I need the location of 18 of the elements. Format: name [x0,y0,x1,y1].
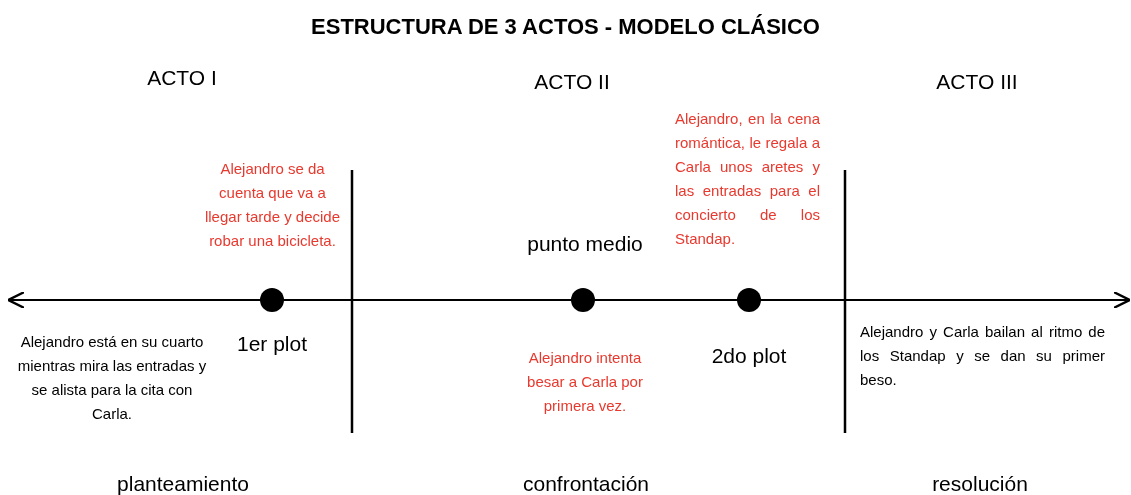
event-note: Alejandro se da cuenta que va a llegar tarde y decide robar una bicicleta. [203,159,342,251]
act-description: Alejandro está en su cuarto mientras mira las entradas y se alista para la cita con Carla. [16,332,208,424]
plot-point-dot [571,288,595,312]
event-note: Alejandro, en la cena romántica, le regala a Carla unos aretes y las entradas para el concierto de los Standap. [675,109,820,249]
act-phase-label: planteamiento [116,472,250,495]
diagram-title: ESTRUCTURA DE 3 ACTOS - MODELO CLÁSICO [310,14,821,40]
point-label: 2do plot [710,344,788,368]
act-description: Alejandro y Carla bailan al ritmo de los Standap y se dan su primer beso. [860,322,1105,390]
plot-point-dot [260,288,284,312]
plot-point-dot [737,288,761,312]
act-phase-label: resolución [931,472,1029,495]
point-label: punto medio [526,232,644,256]
act-heading: ACTO I [146,66,218,90]
act-heading: ACTO III [935,70,1019,94]
act-phase-label: confrontación [521,472,651,495]
point-label: 1er plot [235,332,308,356]
event-note: Alejandro intenta besar a Carla por primera vez. [526,348,644,416]
act-heading: ACTO II [533,70,611,94]
